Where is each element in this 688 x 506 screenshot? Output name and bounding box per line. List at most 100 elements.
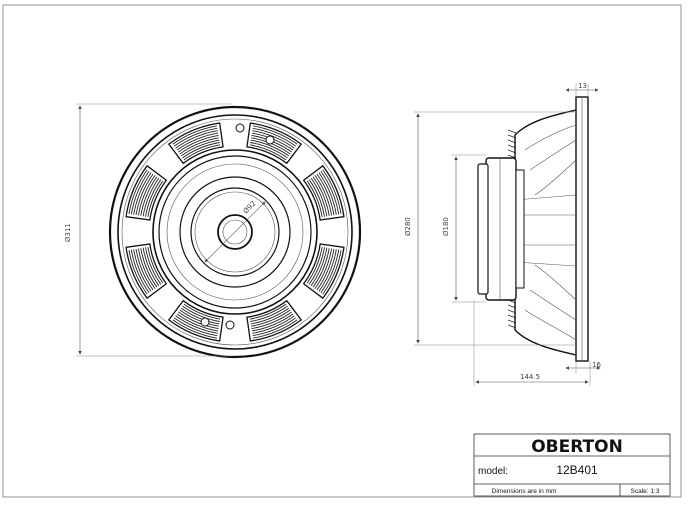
flange-thickness-label: 13 <box>578 82 587 90</box>
basket-window <box>125 164 168 221</box>
window-rib <box>130 249 150 294</box>
window-rib <box>137 175 156 216</box>
window-rib <box>180 139 220 157</box>
window-rib <box>322 169 342 214</box>
rim-thickness-label: 16 <box>592 361 601 369</box>
window-rib <box>183 144 221 161</box>
mount-diameter-label: Ø280 <box>404 217 412 236</box>
window-rib <box>179 137 219 155</box>
window-rib <box>318 249 337 292</box>
window-rib <box>316 173 335 216</box>
window-rib <box>179 309 219 327</box>
model-value: 12B401 <box>556 463 598 477</box>
window-rib <box>135 173 154 216</box>
window-rib <box>175 315 218 334</box>
depth-label: 144.5 <box>520 373 540 381</box>
frame-hatch <box>507 144 517 149</box>
frame-hatch <box>507 324 517 329</box>
basket-window <box>302 164 345 221</box>
window-rib <box>140 248 158 288</box>
window-rib <box>251 311 292 330</box>
window-rib <box>253 125 298 145</box>
basket-window <box>302 243 345 300</box>
model-label: model: <box>478 466 508 477</box>
window-rib <box>178 134 219 153</box>
window-rib <box>251 309 291 327</box>
frame-hatch <box>507 139 517 144</box>
terminal-lug <box>265 135 275 145</box>
window-rib <box>128 250 148 295</box>
window-rib <box>172 125 217 145</box>
window-rib <box>145 179 162 217</box>
window-rib <box>145 247 162 285</box>
center-diameter-label: Ø92 <box>242 200 258 216</box>
dimensions-note: Dimensions are in mm <box>492 488 557 495</box>
window-rib <box>314 248 333 289</box>
window-rib <box>314 175 333 216</box>
window-rib <box>135 248 154 291</box>
window-rib <box>306 180 323 218</box>
window-rib <box>147 180 164 218</box>
window-rib <box>250 142 288 159</box>
basket-window <box>125 243 168 300</box>
window-rib <box>250 139 290 157</box>
window-rib <box>252 317 297 337</box>
window-rib <box>176 313 219 332</box>
window-rib <box>308 247 325 285</box>
basket-window <box>167 299 224 342</box>
window-rib <box>178 311 219 330</box>
window-rib <box>137 248 156 289</box>
front-view: Ø92 Ø311 <box>64 103 362 359</box>
window-rib <box>322 250 342 295</box>
window-rib <box>320 249 340 294</box>
window-rib <box>252 315 295 334</box>
center-diameter-leader <box>204 201 266 263</box>
window-rib <box>310 177 328 217</box>
window-rib <box>128 169 148 214</box>
basket-window <box>167 122 224 165</box>
terminal-lug <box>200 317 210 327</box>
window-rib <box>249 303 287 320</box>
window-rib <box>133 172 152 215</box>
window-rib <box>250 305 288 322</box>
frame-hatch <box>507 134 517 139</box>
terminal-lug <box>225 320 235 330</box>
frame-hatch <box>507 309 517 314</box>
window-rib <box>133 249 152 292</box>
brand-name: OBERTON <box>531 437 623 457</box>
frame-hatch <box>507 304 517 309</box>
window-rib <box>140 176 158 216</box>
window-rib <box>251 313 294 332</box>
window-rib <box>172 319 217 339</box>
title-block: OBERTON model: 12B401 Dimensions are in … <box>473 433 671 497</box>
frame-hatch <box>507 129 517 134</box>
frame-hatch <box>507 319 517 324</box>
window-rib <box>252 130 295 149</box>
frame-hatch <box>507 154 517 159</box>
frame-hatch <box>507 314 517 319</box>
basket-window <box>246 122 303 165</box>
window-rib <box>183 303 221 320</box>
window-rib <box>173 317 218 337</box>
window-rib <box>175 130 218 149</box>
window-rib <box>176 132 219 151</box>
terminal-lug <box>235 123 245 133</box>
window-rib <box>312 176 330 216</box>
window-rib <box>306 246 323 284</box>
window-rib <box>130 170 150 215</box>
window-rib <box>250 307 290 325</box>
window-rib <box>310 247 328 287</box>
magnet-diameter-label: Ø180 <box>442 217 450 236</box>
overall-diameter-label: Ø311 <box>64 223 72 242</box>
side-view: Ø280 Ø180 13 16 144.5 <box>404 82 601 386</box>
window-rib <box>147 246 164 284</box>
scale-label: Scale: 1:3 <box>631 488 660 495</box>
window-rib <box>312 248 330 288</box>
window-rib <box>253 319 298 339</box>
window-rib <box>142 177 160 217</box>
basket-windows <box>125 122 345 342</box>
window-rib <box>252 127 297 147</box>
sheet-border <box>2 4 682 498</box>
window-rib <box>318 172 337 215</box>
